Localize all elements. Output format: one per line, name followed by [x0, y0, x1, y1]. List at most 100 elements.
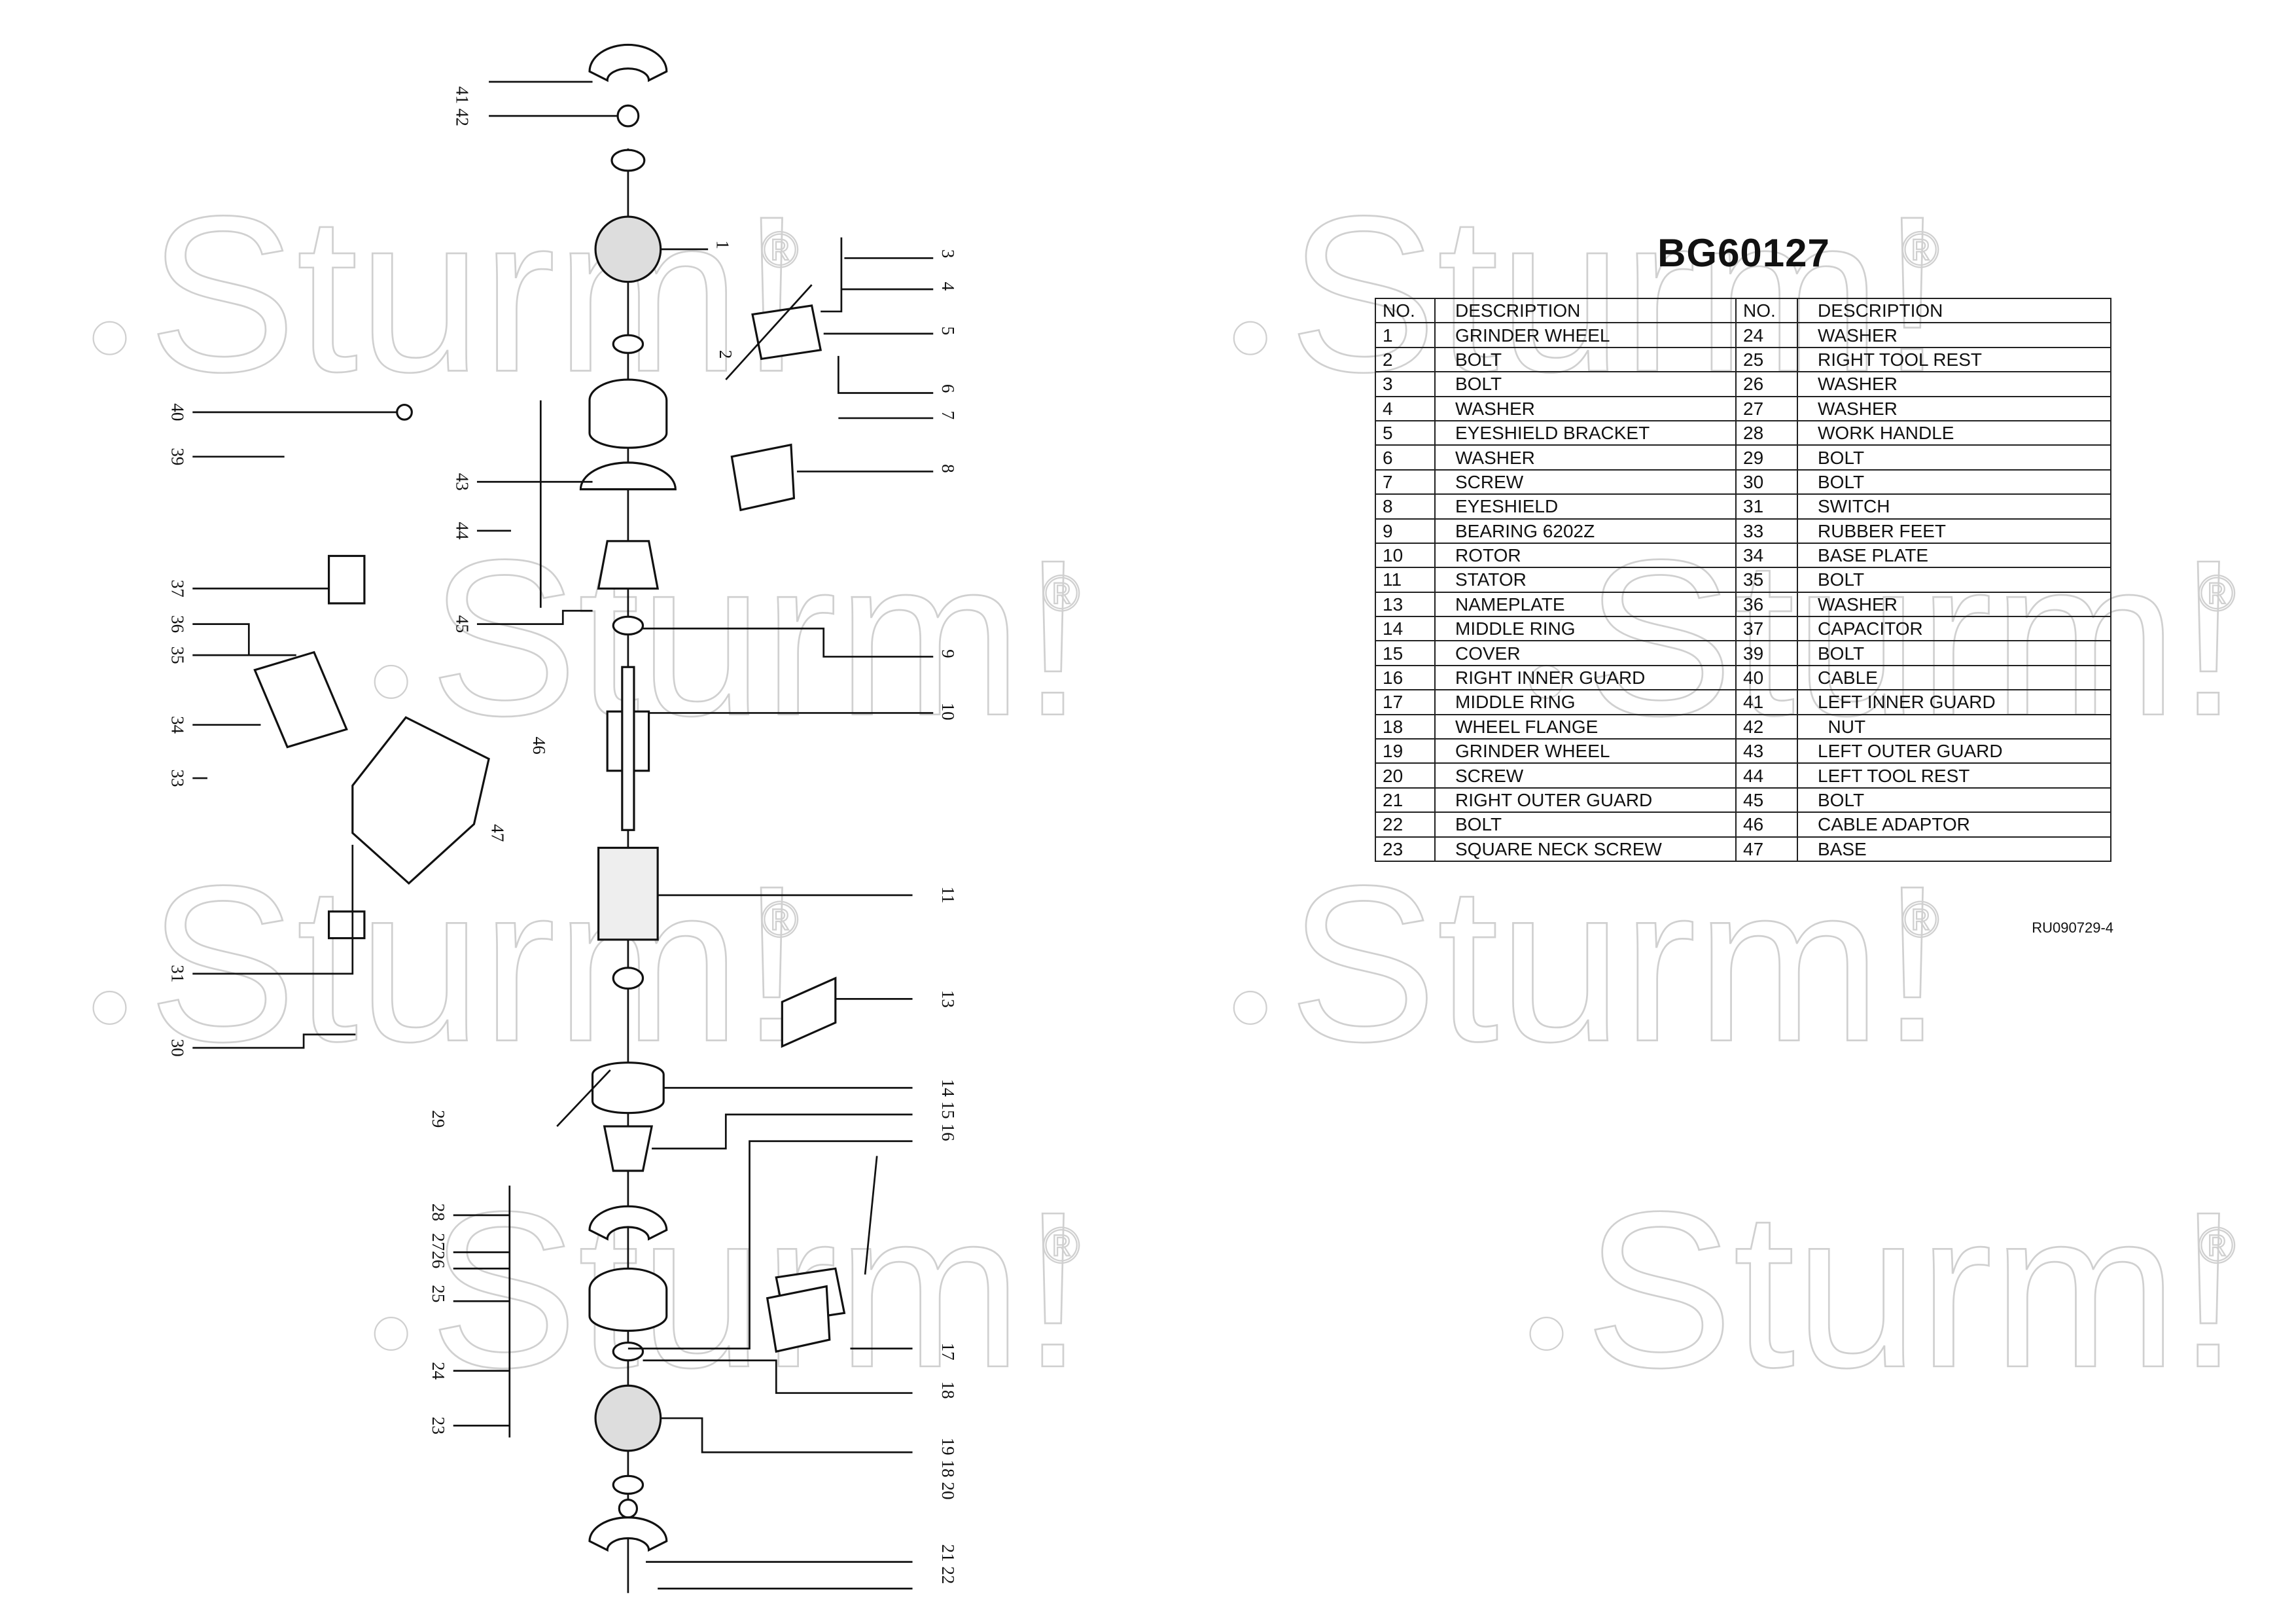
part-description: COVER: [1434, 640, 1737, 666]
watermark-dot: [92, 990, 127, 1025]
part-number: 14: [1375, 616, 1436, 642]
grinder-wheel-1: [594, 215, 662, 283]
watermark-dot: [92, 321, 127, 355]
switch: [327, 910, 366, 940]
part-number: 7: [1375, 469, 1436, 495]
part-number: 23: [1375, 836, 1436, 862]
watermark-registered: ®: [2199, 565, 2236, 622]
callout-label: 47: [488, 824, 508, 842]
base: [351, 716, 490, 885]
callout-label: 46: [529, 737, 549, 755]
part-number: 13: [1375, 591, 1436, 618]
part-number: 21: [1375, 787, 1436, 813]
part-description: WORK HANDLE: [1797, 419, 2111, 446]
callout-label: 45: [452, 615, 472, 633]
stator: [597, 846, 659, 941]
right-outer-guard-cap: [588, 1516, 668, 1552]
part-number: 47: [1735, 836, 1798, 862]
part-description: NUT: [1797, 713, 2111, 740]
part-description: BOLT: [1797, 567, 2111, 593]
part-description: RUBBER FEET: [1797, 518, 2111, 544]
callout-label: 17: [938, 1343, 958, 1361]
part-number: 37: [1735, 616, 1798, 642]
part-number: 42: [1735, 713, 1798, 740]
part-number: 5: [1375, 419, 1436, 446]
part-description: GRINDER WHEEL: [1434, 322, 1737, 348]
part-description: LEFT TOOL REST: [1797, 762, 2111, 789]
diagram-parts: [253, 43, 878, 1594]
part-number: 3: [1375, 371, 1436, 397]
part-number: 20: [1375, 762, 1436, 789]
watermark-registered: ®: [762, 891, 799, 948]
part-number: 2: [1375, 346, 1436, 373]
callout-label: 28: [429, 1204, 448, 1221]
part-number: 33: [1735, 518, 1798, 544]
left-outer-guard: [579, 461, 677, 491]
callout-label: 18: [938, 1381, 958, 1399]
part-number: 30: [1735, 469, 1798, 495]
header-no-2: NO.: [1735, 297, 1798, 324]
part-description: LEFT OUTER GUARD: [1797, 738, 2111, 764]
cover-15: [603, 1125, 654, 1172]
part-description: BASE: [1797, 836, 2111, 862]
document-code: RU090729-4: [2032, 919, 2113, 936]
header-description: DESCRIPTION: [1434, 297, 1737, 324]
part-number: 25: [1735, 346, 1798, 373]
part-number: 22: [1375, 812, 1436, 838]
part-description: SQUARE NECK SCREW: [1434, 836, 1737, 862]
watermark-text: Sturm!: [430, 1166, 1084, 1414]
part-description: BOLT: [1434, 346, 1737, 373]
watermark-text: Sturm!: [1289, 840, 1943, 1088]
part-description: RIGHT TOOL REST: [1797, 346, 2111, 373]
nut: [616, 104, 640, 128]
part-description: WASHER: [1797, 395, 2111, 421]
callout-label: 39: [168, 448, 188, 465]
watermark-registered: ®: [1902, 222, 1939, 278]
watermark-text: Sturm!: [430, 514, 1084, 762]
part-description: WASHER: [1434, 395, 1737, 421]
part-description: STATOR: [1434, 567, 1737, 593]
watermark-dot: [374, 1316, 408, 1351]
part-number: 46: [1735, 812, 1798, 838]
bearing: [612, 615, 645, 636]
part-description: BOLT: [1797, 640, 2111, 666]
callout-label: 3: [938, 249, 958, 259]
watermark-registered: ®: [2199, 1217, 2236, 1274]
callout-label: 37: [168, 580, 188, 597]
callout-label: 34: [168, 716, 188, 734]
part-description: LEFT INNER GUARD: [1797, 689, 2111, 715]
watermark-dot: [1233, 990, 1267, 1025]
part-description: CAPACITOR: [1797, 616, 2111, 642]
part-description: MIDDLE RING: [1434, 689, 1737, 715]
header-no: NO.: [1375, 297, 1436, 324]
part-description: CABLE ADAPTOR: [1797, 812, 2111, 838]
part-number: 45: [1735, 787, 1798, 813]
part-number: 4: [1375, 395, 1436, 421]
callout-label: 7: [938, 411, 958, 420]
part-description: EYESHIELD BRACKET: [1434, 419, 1737, 446]
part-description: SCREW: [1434, 469, 1737, 495]
callout-label: 33: [168, 769, 188, 787]
callout-label: 41 42: [452, 86, 472, 126]
callout-label: 2726: [429, 1233, 448, 1268]
part-description: BEARING 6202Z: [1434, 518, 1737, 544]
callout-label: 4: [938, 282, 958, 291]
part-number: 16: [1375, 664, 1436, 691]
part-number: 24: [1735, 322, 1798, 348]
part-number: 40: [1735, 664, 1798, 691]
header-description-2: DESCRIPTION: [1797, 297, 2111, 324]
callout-label: 11: [938, 886, 958, 903]
